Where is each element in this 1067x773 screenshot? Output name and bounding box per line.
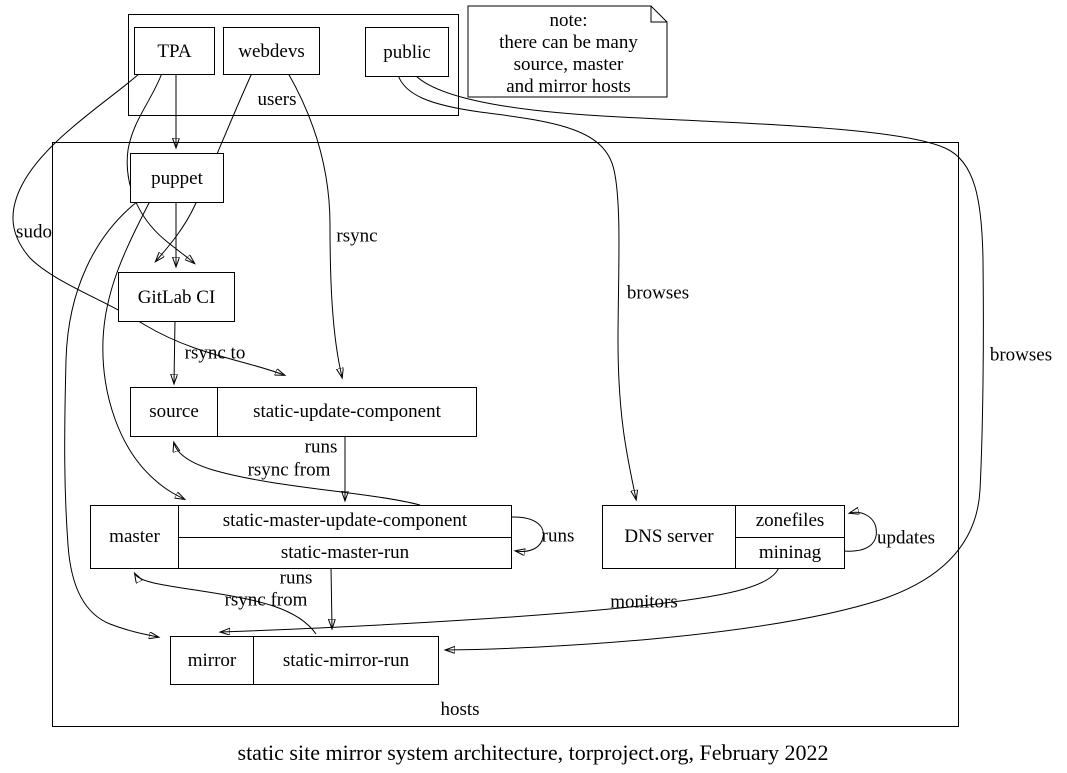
edge-label-runs-loop: runs <box>541 525 575 547</box>
note-line: source, master <box>513 54 624 75</box>
node-source-record: source static-update-component <box>130 387 477 437</box>
node-webdevs: webdevs <box>223 27 320 75</box>
node-dns-server: DNS server <box>603 506 736 568</box>
cluster-hosts <box>52 142 959 727</box>
edge-puppet-master <box>102 200 184 499</box>
edge-mirror-master-rsyncfrom <box>135 574 317 635</box>
edge-label-sudo: sudo <box>16 221 52 243</box>
edge-label-monitors: monitors <box>610 591 678 613</box>
edge-puppet-mirror <box>64 200 158 637</box>
edge-label-rsync-from-master: rsync from <box>224 589 308 611</box>
note-line: there can be many <box>499 31 638 53</box>
note: note: there can be many source, master a… <box>470 10 667 98</box>
node-static-master-update-component: static-master-update-component <box>179 506 511 538</box>
node-master-record: master static-master-update-component st… <box>90 505 512 569</box>
node-gitlab-ci: GitLab CI <box>118 272 235 322</box>
edge-tpa-suc-sudo <box>12 72 284 375</box>
node-puppet: puppet <box>130 153 224 203</box>
edge-label-rsync: rsync <box>336 225 378 247</box>
node-public: public <box>365 27 449 77</box>
edge-label-browses-dns: browses <box>626 282 690 304</box>
node-master-host: master <box>91 506 179 568</box>
note-line: note: <box>549 9 588 31</box>
edge-master-selfloop-runs <box>509 516 544 551</box>
node-mirror-record: mirror static-mirror-run <box>170 636 439 685</box>
edge-label-runs-mirror: runs <box>279 567 313 589</box>
edge-label-rsync-to: rsync to <box>184 342 246 364</box>
edge-mininag-mirror-monitors <box>221 566 780 632</box>
edge-master-source-rsyncfrom <box>174 443 421 506</box>
edge-smr-mirrorrun-runs <box>331 566 332 628</box>
edge-label-runs-update: runs <box>304 436 338 458</box>
node-tpa: TPA <box>134 27 215 75</box>
edge-webdevs-suc-rsync <box>287 72 342 377</box>
cluster-users-label: users <box>257 89 297 110</box>
node-static-mirror-run: static-mirror-run <box>282 649 410 671</box>
cluster-hosts-label: hosts <box>440 699 480 720</box>
note-line: and mirror hosts <box>506 76 631 98</box>
node-source-host: source <box>131 388 218 436</box>
edge-public-mirror-browses <box>414 74 984 650</box>
edge-public-dns-browses <box>397 74 636 499</box>
cluster-users <box>128 14 459 116</box>
edge-label-rsync-from-source: rsync from <box>247 459 331 481</box>
node-zonefiles: zonefiles <box>736 506 844 538</box>
edge-mininag-zonefiles-updates <box>842 512 877 552</box>
note-fold-icon <box>650 6 667 23</box>
node-static-master-run: static-master-run <box>280 541 410 563</box>
node-static-update-component: static-update-component <box>253 401 441 422</box>
node-mirror-host: mirror <box>171 637 254 684</box>
edge-gitlabci-source <box>174 319 175 383</box>
node-mininag: mininag <box>758 541 822 563</box>
edge-label-updates: updates <box>876 527 936 549</box>
note-shape <box>467 5 668 98</box>
edge-label-browses-mirror: browses <box>989 344 1053 366</box>
node-dns-record: DNS server zonefiles mininag <box>602 505 845 569</box>
diagram-caption: static site mirror system architecture, … <box>237 740 829 765</box>
